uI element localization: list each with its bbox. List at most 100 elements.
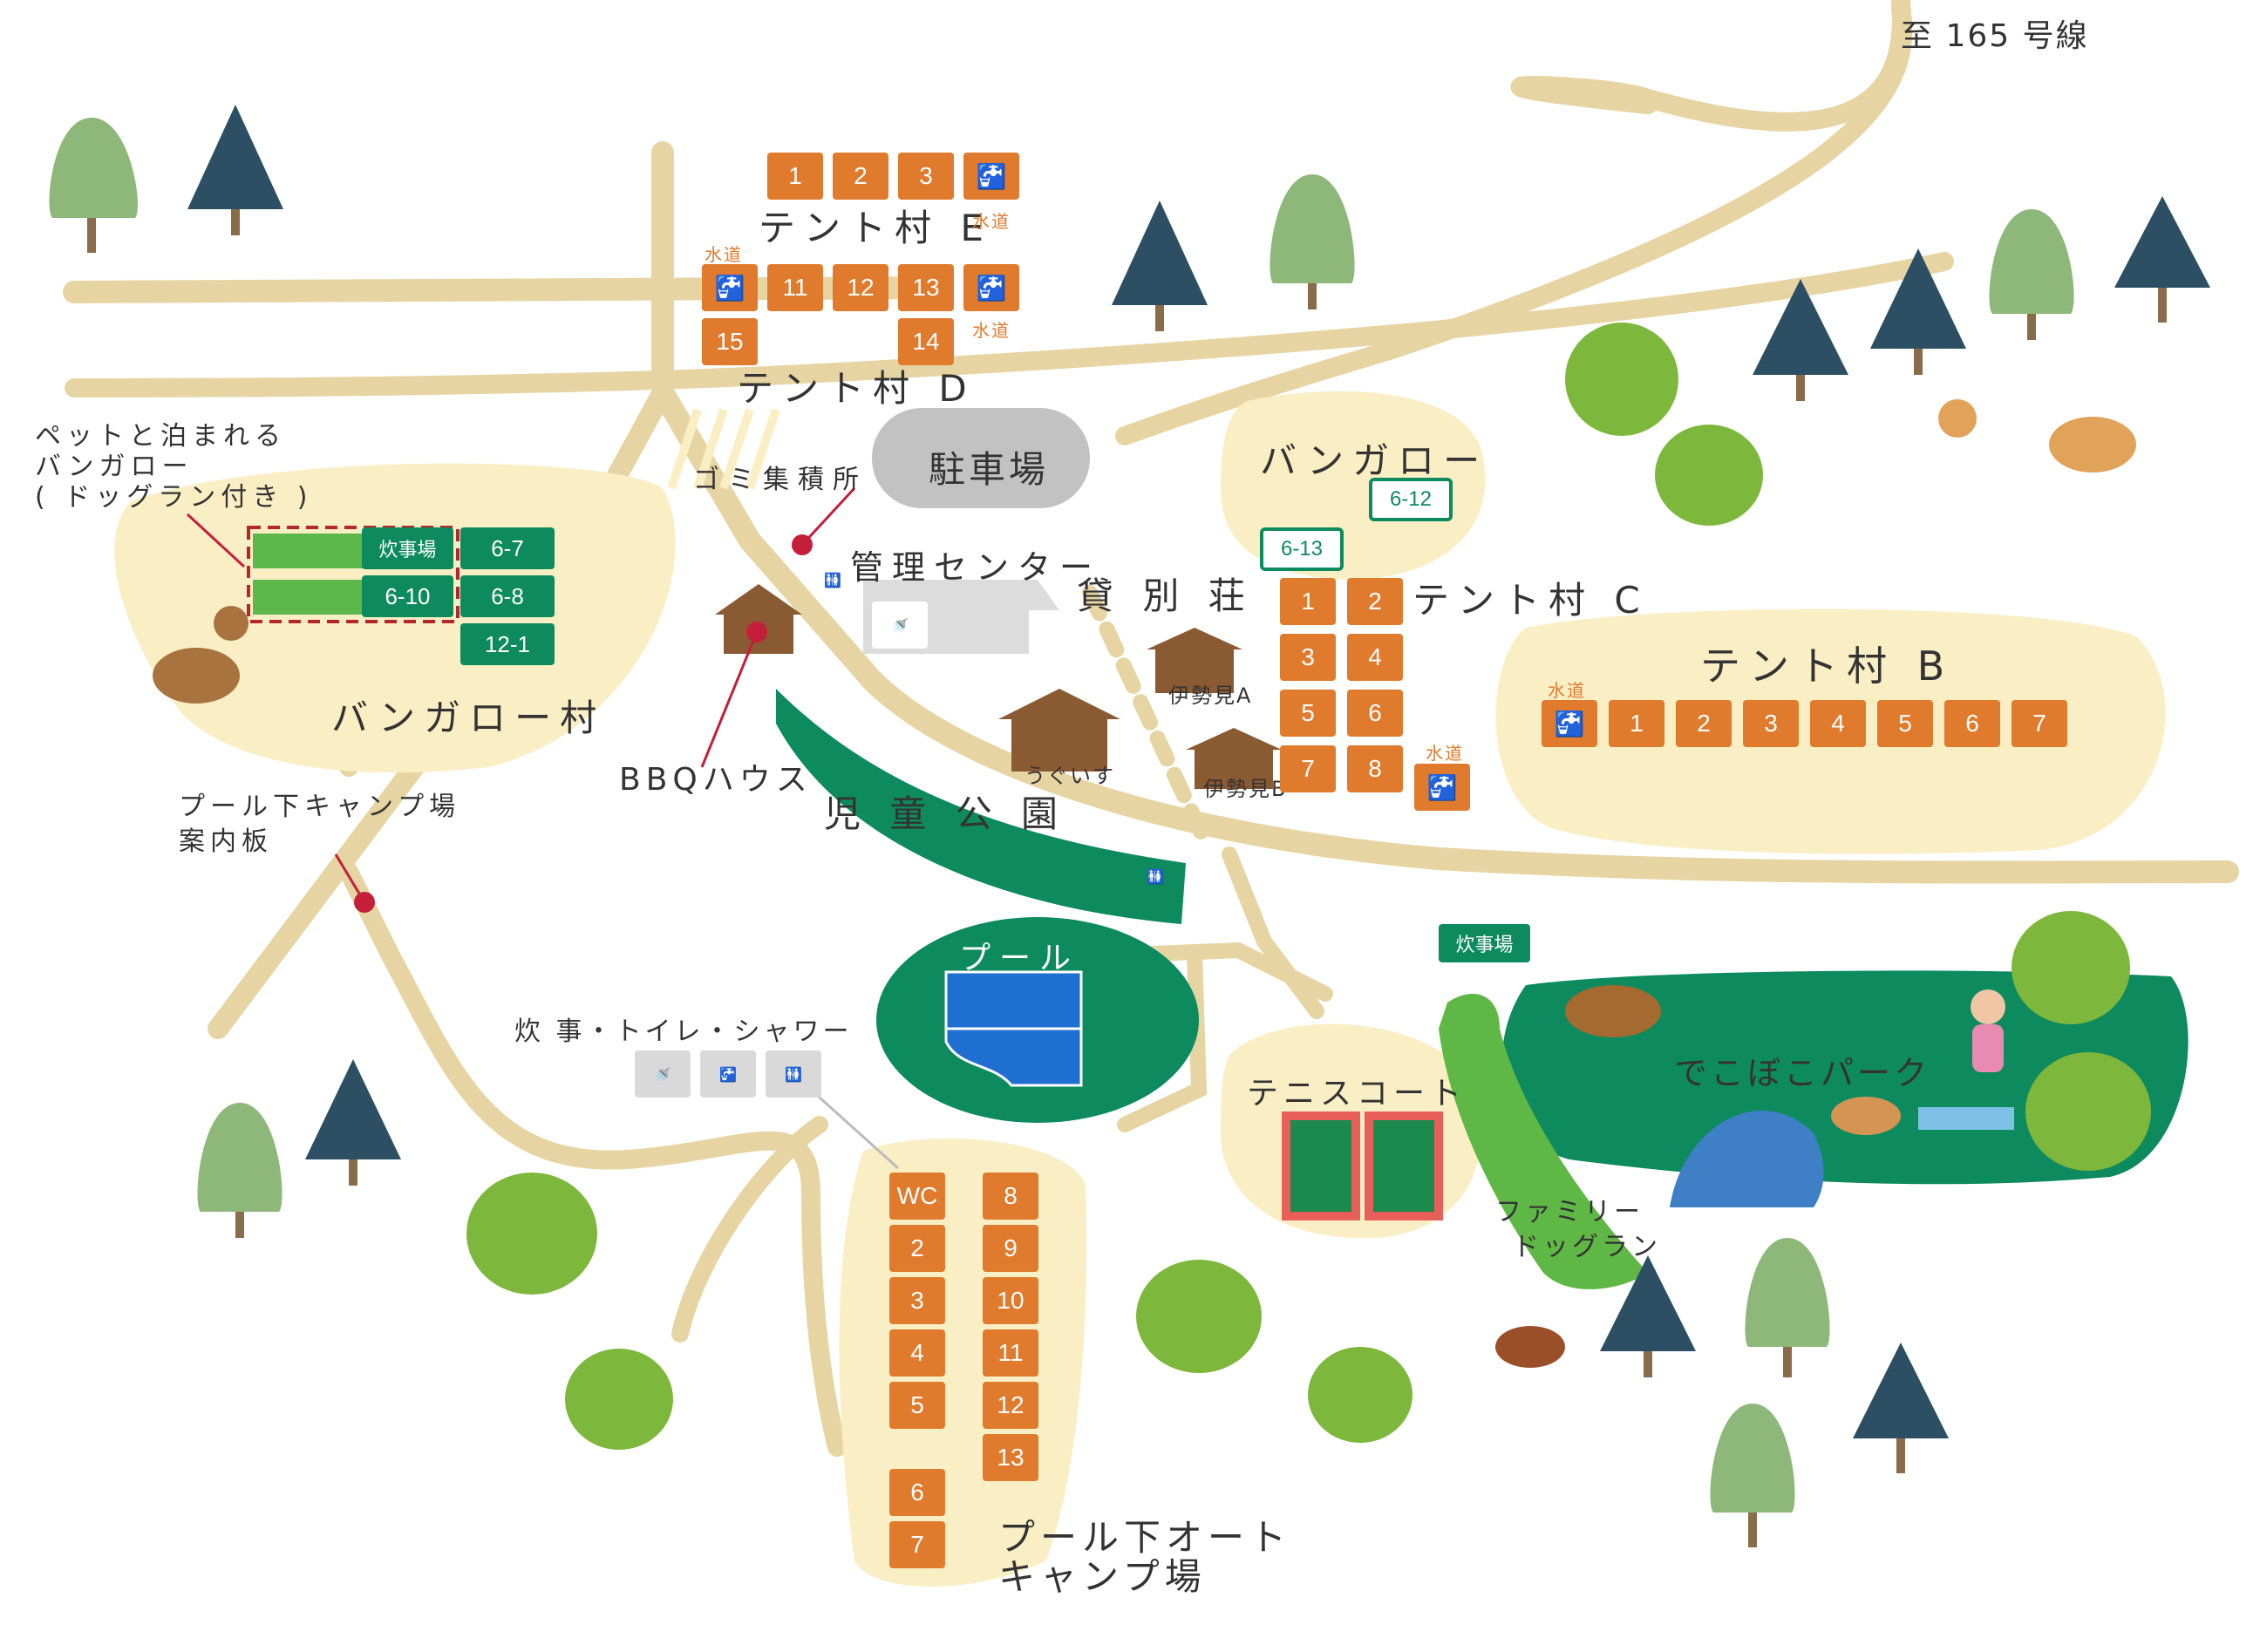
family-dogrun-line2: ドッグラン [1513, 1232, 1661, 1262]
site-auto-2[interactable]: 2 [889, 1225, 945, 1272]
garbage-label: ゴミ集積所 [693, 465, 868, 495]
site-c-2[interactable]: 2 [1347, 578, 1403, 625]
site-c-1[interactable]: 1 [1280, 578, 1336, 625]
tent-village-e-label: テント村 E [759, 207, 992, 249]
site-b-2[interactable]: 2 [1676, 700, 1732, 747]
pool-board-line1: プール下キャンプ場 [179, 792, 461, 822]
bungalow-6-13[interactable]: 6-13 [1260, 527, 1344, 571]
site-auto-4[interactable]: 4 [889, 1329, 945, 1377]
cabin-icon [715, 584, 1282, 789]
site-b-3[interactable]: 3 [1743, 700, 1799, 747]
pool-label: プール [959, 941, 1080, 976]
kids-park [776, 689, 1186, 924]
facilities-label: 炊 事・トイレ・シャワー [514, 1016, 853, 1047]
rental-villa-label: 貸 別 荘 [1077, 574, 1254, 617]
tent-village-b-label: テント村 B [1700, 642, 1954, 690]
roads [63, 0, 2239, 1457]
water-tap-icon: 🚰 [700, 1050, 756, 1098]
dekoboko-park-label: でこぼこパーク [1674, 1054, 1931, 1092]
auto-camp-line1: プール下オート [998, 1516, 1292, 1559]
site-c-6[interactable]: 6 [1347, 690, 1403, 737]
site-b-4[interactable]: 4 [1810, 700, 1866, 747]
site-auto-13[interactable]: 13 [983, 1434, 1038, 1481]
family-dogrun-area [1439, 994, 1648, 1289]
pet-bungalow-line1: ペットと泊まれる [35, 421, 286, 452]
site-auto-12[interactable]: 12 [983, 1382, 1038, 1429]
location-markers [186, 486, 856, 913]
site-auto-wc[interactable]: WC [889, 1173, 945, 1220]
kids-park-label: 児 童 公 園 [824, 792, 1067, 835]
site-d-13[interactable]: 13 [898, 264, 954, 311]
bungalow-6-7[interactable]: 6-7 [460, 527, 555, 569]
site-auto-5[interactable]: 5 [889, 1382, 945, 1429]
water-tap-icon: 🚰 [1414, 764, 1470, 811]
site-auto-6[interactable]: 6 [889, 1469, 945, 1516]
bungalow-6-10[interactable]: 6-10 [362, 575, 453, 617]
bungalow-village-label: バンガロー村 [331, 697, 606, 739]
bungalow-6-8[interactable]: 6-8 [460, 575, 555, 617]
site-d-12[interactable]: 12 [833, 264, 888, 311]
auto-camp-line2: キャンプ場 [998, 1555, 1207, 1598]
water-tap-icon: 🚰 [702, 264, 758, 311]
bungalow-label: バンガロー [1260, 439, 1489, 482]
site-auto-3[interactable]: 3 [889, 1277, 945, 1324]
pet-bungalow-frame [247, 526, 459, 623]
cabin-isemi-a-label: 伊勢見A [1168, 683, 1253, 708]
site-e-3[interactable]: 3 [898, 153, 954, 200]
water-label-b: 水道 [1548, 680, 1586, 701]
pet-bungalow-line2: バンガロー [35, 452, 194, 482]
site-auto-7[interactable]: 7 [889, 1521, 945, 1568]
tent-icon [1670, 1110, 1824, 1207]
tent-village-d-label: テント村 D [737, 367, 976, 410]
bungalow-12-1[interactable]: 12-1 [460, 623, 555, 665]
squirrel-icon [1495, 1326, 1565, 1368]
site-d-15[interactable]: 15 [702, 318, 758, 365]
water-tap-icon: 🚰 [1542, 700, 1597, 747]
tent-village-c-label: テント村 C [1412, 579, 1649, 622]
crosswalk [667, 408, 780, 490]
site-auto-9[interactable]: 9 [983, 1225, 1038, 1272]
site-c-5[interactable]: 5 [1280, 690, 1336, 737]
water-label-e: 水道 [972, 211, 1011, 232]
route-label: 至 165 号線 [1901, 18, 2089, 54]
site-auto-8[interactable]: 8 [983, 1173, 1038, 1220]
site-e-2[interactable]: 2 [833, 153, 888, 200]
water-tap-icon: 🚰 [963, 153, 1019, 200]
management-center-label: 管理センター [850, 548, 1102, 587]
site-b-6[interactable]: 6 [1944, 700, 2000, 747]
toilet-icon: 🚻 [766, 1050, 821, 1098]
site-b-1[interactable]: 1 [1609, 700, 1664, 747]
site-auto-10[interactable]: 10 [983, 1277, 1038, 1324]
site-b-7[interactable]: 7 [2012, 700, 2067, 747]
deer-icon [153, 399, 2136, 704]
site-c-4[interactable]: 4 [1347, 634, 1403, 681]
dekoboko-park-area [1501, 970, 2189, 1185]
site-c-8[interactable]: 8 [1347, 745, 1403, 792]
shower-icon: 🚿 [635, 1050, 691, 1098]
yoga-mat [1918, 1107, 2014, 1130]
toilet-icon: 🚻 [824, 571, 841, 588]
site-c-7[interactable]: 7 [1280, 745, 1336, 792]
tennis-court-label: テニスコート [1247, 1076, 1467, 1112]
pool-board-line2: 案内板 [179, 826, 273, 857]
site-d-14[interactable]: 14 [898, 318, 954, 365]
water-label-c: 水道 [1426, 743, 1464, 764]
tree-icon [49, 105, 2210, 1547]
dog-icon [1565, 985, 1661, 1037]
water-tap-icon: 🚰 [963, 264, 1019, 311]
bbq-house-label: BBQハウス [619, 762, 813, 798]
kitchen-tag-park: 炊事場 [1439, 924, 1530, 962]
site-b-5[interactable]: 5 [1877, 700, 1933, 747]
water-label-d2: 水道 [972, 320, 1011, 341]
dog-icon [1831, 1097, 1901, 1135]
site-e-1[interactable]: 1 [767, 153, 823, 200]
kitchen-tag: 炊事場 [362, 527, 453, 569]
toilet-icon: 🚻 [1147, 867, 1164, 885]
site-d-11[interactable]: 11 [767, 264, 823, 311]
bungalow-6-12[interactable]: 6-12 [1369, 478, 1453, 521]
person-yoga-icon [1971, 989, 2005, 1024]
site-auto-11[interactable]: 11 [983, 1329, 1038, 1377]
site-c-3[interactable]: 3 [1280, 634, 1336, 681]
cabin-uguisu-label: うぐいす [1024, 764, 1115, 788]
